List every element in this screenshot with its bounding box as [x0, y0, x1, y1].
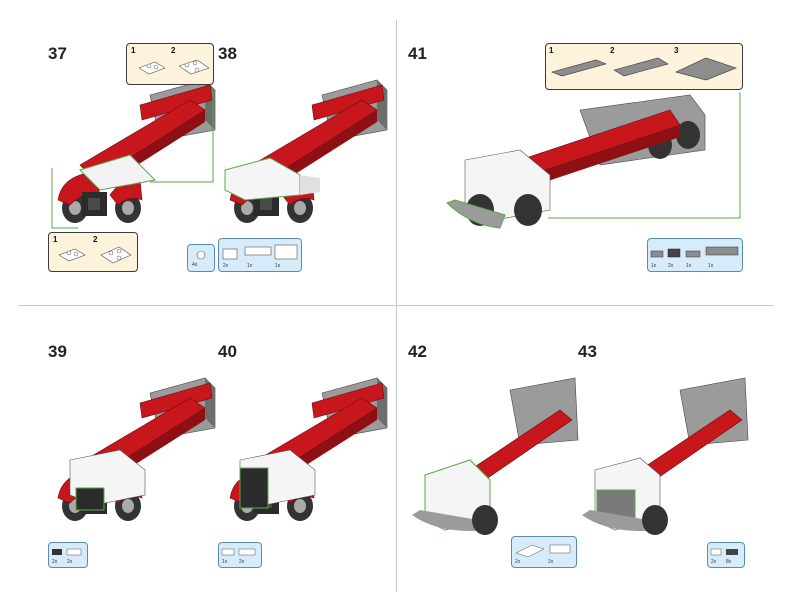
brick-icon — [138, 59, 210, 75]
parts-list-38: 2x 1x 1x — [218, 238, 302, 272]
part-quantity: 2x — [239, 559, 245, 565]
part-quantity: 2x — [668, 263, 674, 269]
vertical-divider — [396, 20, 397, 592]
step-number-37: 37 — [48, 44, 67, 63]
substep-label: 3 — [674, 46, 679, 55]
parts-list-38-small: 4x — [187, 244, 215, 272]
subassembly-callout-41: 1 2 3 — [545, 43, 743, 90]
tile-icon — [196, 250, 206, 260]
substep-label: 2 — [610, 46, 615, 55]
parts-list-39: 2x 2x — [48, 542, 88, 568]
parts-list-40: 1x 2x — [218, 542, 262, 568]
step-number-38: 38 — [218, 44, 237, 63]
substep-label: 1 — [549, 46, 554, 55]
substep-label: 1 — [53, 235, 58, 244]
step-number-40: 40 — [218, 342, 237, 361]
substep-label: 1 — [131, 46, 136, 55]
substep-label: 2 — [171, 46, 176, 55]
tile-icon — [515, 544, 571, 558]
parts-list-41: 1x 2x 1x 1x — [647, 238, 743, 272]
tile-icon — [221, 548, 256, 556]
subassembly-callout-37-top: 1 2 — [126, 43, 214, 85]
part-quantity: 2x — [67, 559, 73, 565]
part-quantity: 2x — [515, 559, 521, 565]
part-quantity: 2x — [548, 559, 554, 565]
tile-icon — [710, 548, 738, 556]
part-quantity: 2x — [52, 559, 58, 565]
part-quantity: 1x — [708, 263, 714, 269]
part-quantity: 8x — [726, 559, 732, 565]
part-quantity: 1x — [275, 263, 281, 269]
brick-icon — [58, 246, 132, 264]
step-number-42: 42 — [408, 342, 427, 361]
part-quantity: 1x — [686, 263, 692, 269]
brick-icon — [222, 244, 298, 260]
parts-list-43: 2x 8x — [707, 542, 745, 568]
part-quantity: 1x — [222, 559, 228, 565]
step-number-43: 43 — [578, 342, 597, 361]
part-quantity: 2x — [711, 559, 717, 565]
tile-icon — [52, 548, 82, 556]
part-quantity: 1x — [247, 263, 253, 269]
substep-label: 2 — [93, 235, 98, 244]
parts-list-42: 2x 2x — [511, 536, 577, 568]
part-quantity: 2x — [223, 263, 229, 269]
step-number-41: 41 — [408, 44, 427, 63]
part-quantity: 4x — [192, 262, 198, 268]
plate-icon — [650, 246, 739, 258]
plate-icon — [551, 57, 737, 81]
step-number-39: 39 — [48, 342, 67, 361]
subassembly-callout-37-bottom: 1 2 — [48, 232, 138, 272]
part-quantity: 1x — [651, 263, 657, 269]
